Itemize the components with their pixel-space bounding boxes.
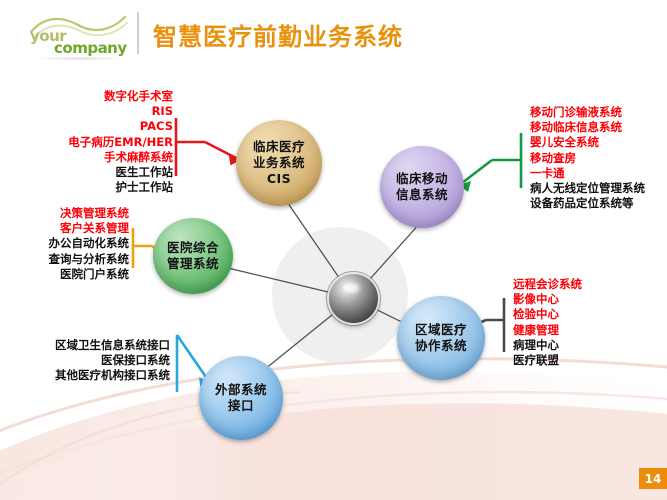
text-line: 办公自动化系统: [48, 236, 130, 251]
text-line: 婴儿安全系统: [530, 135, 599, 150]
text-line: 影像中心: [513, 292, 559, 307]
text-line: 健康管理: [513, 322, 559, 337]
text-line: PACS: [139, 119, 173, 134]
text-line: 客户关系管理: [60, 221, 129, 236]
logo-text-company: company: [54, 39, 127, 57]
connector-cmis: [461, 133, 523, 188]
header-divider: [137, 12, 139, 54]
node-rhc-label: 区域医疗 协作系统: [414, 322, 467, 353]
text-block-cmis: 移动门诊输液系统移动临床信息系统婴儿安全系统移动查房一卡通病人无线定位管理系统设…: [530, 105, 667, 211]
page-number-badge: 14: [639, 468, 667, 489]
text-line: 设备药品定位系统等: [530, 196, 634, 211]
node-esi-label: 外部系统 接口: [214, 382, 267, 413]
text-line: 护士工作站: [115, 180, 174, 195]
text-line: 查询与分析系统: [48, 251, 130, 266]
text-line: 一卡通: [530, 165, 565, 180]
text-line: 远程会诊系统: [513, 277, 582, 291]
text-line: 病理中心: [513, 337, 559, 352]
node-cis-label: 临床医疗 业务系统 CIS: [252, 139, 305, 186]
company-logo: your company: [28, 12, 133, 60]
text-line: 病人无线定位管理系统: [530, 181, 645, 196]
text-line: 医疗联盟: [513, 353, 559, 368]
logo-text-your: your: [30, 27, 67, 45]
text-line: 移动临床信息系统: [530, 120, 622, 135]
text-line: 检验中心: [513, 307, 559, 322]
core-sphere: [329, 274, 378, 323]
text-line: 数字化手术室: [104, 89, 173, 103]
text-line: 医生工作站: [115, 165, 174, 180]
text-line: 医院门户系统: [60, 266, 129, 281]
slide-header: your company 智慧医疗前勤业务系统: [0, 0, 667, 70]
text-line: 手术麻醉系统: [104, 149, 173, 164]
text-line: 医保接口系统: [101, 353, 170, 368]
page-title: 智慧医疗前勤业务系统: [153, 23, 403, 51]
text-line: 区域卫生信息系统接口: [55, 338, 170, 352]
text-line: 移动查房: [530, 150, 576, 165]
text-block-hmis: 决策管理系统客户关系管理办公自动化系统查询与分析系统医院门户系统: [10, 206, 130, 282]
swoosh-logo-icon: [29, 15, 128, 38]
text-line: 电子病历EMR/HER: [68, 134, 173, 149]
node-external-system-interface[interactable]: 外部系统 接口: [199, 356, 283, 440]
text-line: 移动门诊输液系统: [530, 105, 622, 119]
node-clinical-information-system[interactable]: 临床医疗 业务系统 CIS: [236, 120, 322, 206]
node-hmis-label: 医院综合 管理系统: [166, 240, 219, 271]
connector-cis: [174, 118, 241, 176]
text-block-rhc: 远程会诊系统影像中心检验中心健康管理病理中心医疗联盟: [513, 277, 663, 368]
text-line: 决策管理系统: [60, 206, 129, 220]
text-line: 其他医疗机构接口系统: [55, 368, 170, 383]
node-clinical-mobile-information-system[interactable]: 临床移动 信息系统: [380, 146, 464, 228]
node-hospital-management-system[interactable]: 医院综合 管理系统: [153, 218, 233, 294]
text-line: RIS: [151, 104, 173, 119]
text-block-esi: 区域卫生信息系统接口医保接口系统其他医疗机构接口系统: [14, 338, 170, 384]
node-regional-healthcare-collaboration-system[interactable]: 区域医疗 协作系统: [397, 296, 485, 380]
logo-reflection: [32, 57, 128, 60]
node-cmis-label: 临床移动 信息系统: [395, 171, 448, 202]
